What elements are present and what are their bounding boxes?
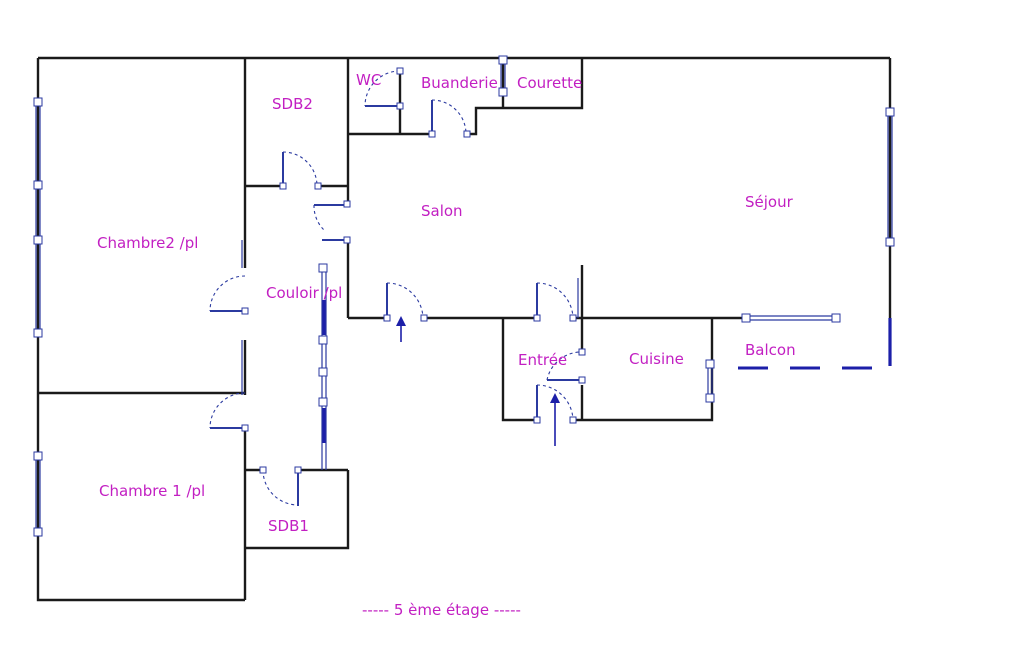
room-label-salon: Salon (421, 202, 463, 220)
room-label-wc: WC (356, 71, 382, 89)
caption-floor-level: 5 ème étage (393, 601, 490, 619)
wall-nodes (33, 55, 895, 537)
room-label-cuisine: Cuisine (629, 350, 684, 368)
room-label-balcon: Balcon (745, 341, 796, 359)
doors (209, 70, 583, 506)
room-label-sdb2: SDB2 (272, 95, 313, 113)
walls (36, 56, 892, 602)
room-label-sejour: Séjour (745, 193, 793, 211)
room-label-entree: Entrée (518, 351, 568, 369)
floor-caption: ----- 5 ème étage ----- (362, 603, 521, 618)
room-label-buanderie: Buanderie (421, 74, 498, 92)
room-label-chambre1: Chambre 1 /pl (99, 482, 206, 500)
room-label-couloir: Couloir /pl (266, 284, 343, 302)
room-label-sdb1: SDB1 (268, 517, 309, 535)
entrance-arrows (396, 316, 560, 446)
caption-dashes-left: ----- (362, 601, 390, 619)
caption-dashes-right: ----- (493, 601, 521, 619)
railings (322, 300, 892, 443)
room-label-chambre2: Chambre2 /pl (97, 234, 199, 252)
room-label-courette: Courette (517, 74, 583, 92)
